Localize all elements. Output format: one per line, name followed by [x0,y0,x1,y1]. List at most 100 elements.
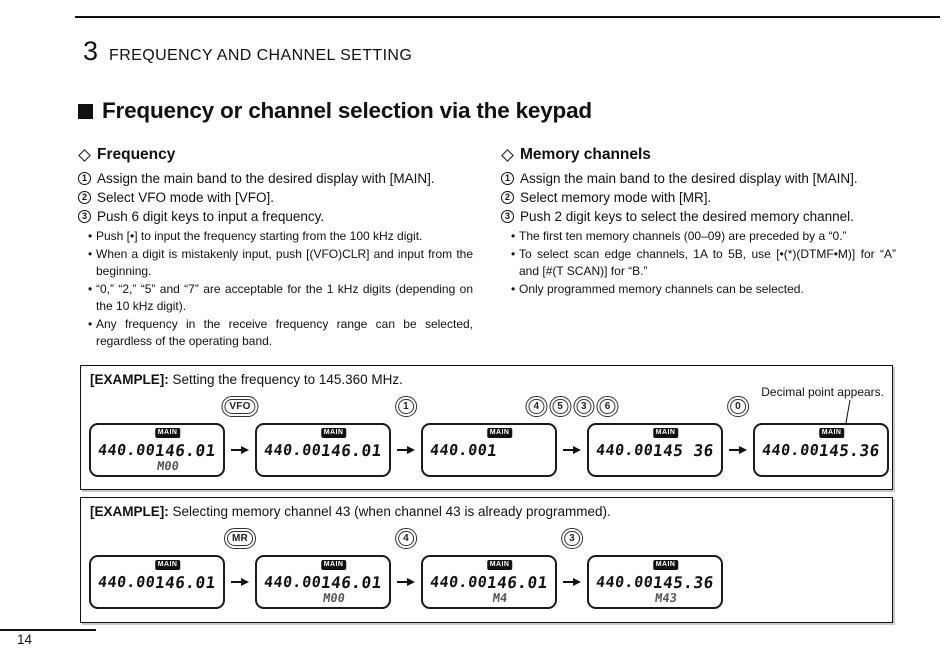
step-text: Select memory mode with [MR]. [520,190,712,205]
step-number-badge: 3 [78,209,91,223]
keypad-keys: 1 [394,396,418,417]
sub-band-frequency: 440.00 [262,573,323,591]
lcd-display: MAIN 440.00 146.01 M00 [255,555,391,609]
note-text: Any frequency in the receive frequency r… [96,316,473,349]
sub-band-frequency: 440.00 [760,441,821,459]
page-title-text: Frequency or channel selection via the k… [102,98,592,123]
memory-channel-label: M00 [321,591,346,605]
note-text: When a digit is mistakenly input, push [… [96,246,473,279]
key-3: 3 [561,528,583,549]
display-sequence: MAIN 440.00 146.01 MR MAIN 440.00 146.01… [89,528,723,609]
step-row: 1 Assign the main band to the desired di… [501,169,896,188]
bullet-icon: • [511,281,516,296]
main-badge: MAIN [486,560,513,570]
key-mr: MR [224,528,256,549]
chapter-title: FREQUENCY AND CHANNEL SETTING [109,47,413,64]
key-4: 4 [525,396,548,417]
step-text: Push 2 digit keys to select the desired … [520,209,854,224]
main-badge: MAIN [486,428,513,438]
step-number-badge: 1 [501,171,514,185]
note-text: The first ten memory channels (00–09) ar… [519,229,847,243]
example-title-text: Selecting memory channel 43 (when channe… [172,504,611,519]
example-title: [EXAMPLE]: Selecting memory channel 43 (… [90,504,611,519]
arrow-right-icon [231,446,249,454]
notes-list: • Push [•] to input the frequency starti… [78,228,473,351]
note-item: • To select scan edge channels, 1A to 5B… [511,246,896,281]
main-badge: MAIN [320,560,347,570]
key-vfo: VFO [221,396,259,417]
lcd-display: MAIN 440.00 146.01 M00 [89,423,225,477]
arrow-right-icon [729,446,747,454]
memory-channel-label: M43 [653,591,678,605]
diamond-icon [78,148,91,162]
note-item: • Any frequency in the receive frequency… [88,316,473,351]
instruction-columns: Frequency 1 Assign the main band to the … [78,146,896,351]
lcd-display: MAIN 440.00 145.36 M43 [587,555,723,609]
subsection-heading-memory: Memory channels [501,146,896,164]
note-item: • “0,” “2,” “5” and “7” are acceptable f… [88,281,473,316]
key-6: 6 [596,396,619,417]
main-band-frequency: 146.01 [154,441,218,460]
memory-channel-label: M00 [155,459,180,473]
arrow-right-icon [397,578,415,586]
transition: 0 [723,396,753,477]
page-number: 14 [17,632,33,647]
step-number-badge: 2 [78,190,91,204]
main-band-frequency: 146.01 [486,573,550,592]
memory-channel-label: M4 [491,591,508,605]
example-title-label: [EXAMPLE]: [90,504,169,519]
notes-list: • The first ten memory channels (00–09) … [501,228,896,298]
lcd-display: MAIN 440.00 1 [421,423,557,477]
note-text: To select scan edge channels, 1A to 5B, … [519,246,896,279]
bullet-icon: • [88,316,93,331]
memory-channels-column: Memory channels 1 Assign the main band t… [501,146,896,351]
example-box-memory: [EXAMPLE]: Selecting memory channel 43 (… [80,497,893,623]
step-row: 3 Push 2 digit keys to select the desire… [501,207,896,226]
key-1: 1 [395,396,417,417]
main-band-frequency: 1 [486,441,499,460]
note-text: “0,” “2,” “5” and “7” are acceptable for… [96,281,473,314]
example-title-label: [EXAMPLE]: [90,372,169,387]
subsection-heading-frequency: Frequency [78,146,473,164]
step-row: 1 Assign the main band to the desired di… [78,169,473,188]
bullet-icon: • [88,281,93,296]
keypad-keys: 4 5 3 6 [524,396,619,417]
sub-band-frequency: 440.00 [96,573,157,591]
chapter-header: 3 FREQUENCY AND CHANNEL SETTING [83,36,412,67]
key-4: 4 [395,528,417,549]
main-band-frequency: 145.36 [652,573,716,592]
bullet-icon: • [511,229,516,243]
keypad-keys: VFO [220,396,259,417]
step-row: 2 Select memory mode with [MR]. [501,188,896,207]
main-band-frequency: 145.36 [818,441,882,460]
keypad-keys: 4 [394,528,418,549]
note-item: • The first ten memory channels (00–09) … [511,228,896,246]
sub-band-frequency: 440.00 [594,441,655,459]
main-badge: MAIN [652,428,679,438]
sub-band-frequency: 440.00 [594,573,655,591]
main-badge: MAIN [818,428,845,438]
main-badge: MAIN [652,560,679,570]
key-0: 0 [727,396,749,417]
chapter-number: 3 [83,36,99,66]
keypad-keys: 0 [726,396,750,417]
main-badge: MAIN [154,560,181,570]
page-title: Frequency or channel selection via the k… [78,98,592,124]
key-5: 5 [549,396,571,417]
bullet-icon: • [88,229,93,243]
lcd-display: MAIN 440.00 145 36 [587,423,723,477]
lcd-display: MAIN 440.00 146.01 [89,555,225,609]
example-box-frequency: [EXAMPLE]: Setting the frequency to 145.… [80,365,893,490]
transition: 1 [391,396,421,477]
step-number-badge: 1 [78,171,91,185]
step-number-badge: 2 [501,190,514,204]
arrow-right-icon [231,578,249,586]
bullet-icon: • [511,246,516,261]
transition: 4 5 3 6 [525,396,619,477]
step-text: Push 6 digit keys to input a frequency. [97,209,325,224]
step-row: 2 Select VFO mode with [VFO]. [78,188,473,207]
display-sequence: MAIN 440.00 146.01 M00 VFO MAIN 440.00 1… [89,396,889,477]
step-text: Assign the main band to the desired disp… [520,171,858,186]
main-band-frequency: 145 36 [652,441,716,460]
main-badge: MAIN [320,428,347,438]
